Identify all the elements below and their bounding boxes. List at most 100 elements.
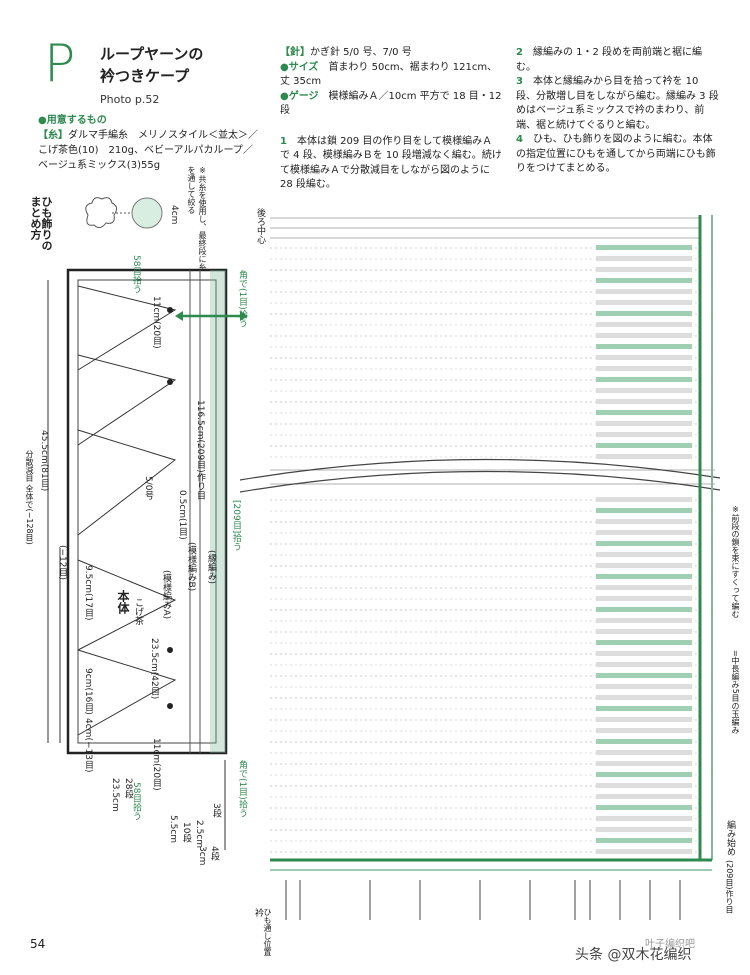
edge-stitch-band [596, 245, 692, 250]
edge-stitch-band [596, 783, 692, 788]
edge-stitch-band [596, 267, 692, 272]
edge-stitch-band [596, 355, 692, 360]
collar-label: 衿 [253, 908, 263, 917]
page-number: 54 [30, 937, 46, 951]
bottom-arrows [285, 880, 681, 920]
edge-stitch-band [596, 443, 692, 448]
step-text: 縁編みの 1・2 段めを両前端と裾に編む。 [516, 47, 703, 73]
edge-stitch-band [596, 311, 692, 316]
cord-ornament-ball [131, 197, 163, 229]
edge-stitch-band [596, 388, 692, 393]
edge-stitch-band [596, 410, 692, 415]
edge-stitch-band [596, 662, 692, 667]
cord-ornament-flower [85, 197, 118, 229]
start-label: 編み始め [725, 820, 735, 856]
edge-stitch-band [596, 552, 692, 557]
corner-bottom: 角で(1目)拾う [237, 760, 247, 818]
edge-stitch-band [596, 399, 692, 404]
edge-stitch-band [596, 651, 692, 656]
dim-3: 3cm [197, 846, 207, 866]
corner-top: 角で(1目)拾う [237, 270, 247, 328]
edge-stitch-band [596, 421, 692, 426]
step-number: 2 [516, 47, 523, 58]
rows-10: 10段 [181, 822, 191, 843]
size-label: ●サイズ [280, 61, 319, 73]
title-line-2: 衿つきケープ [100, 67, 190, 85]
edge-stitch-band [596, 530, 692, 535]
pattern-b: (模様編みB) [186, 542, 196, 592]
dim-dist: 分散減目 全体で(−128目) [25, 450, 34, 545]
edge-stitch-band [596, 717, 692, 722]
rows-3: 3段 [211, 803, 221, 818]
body-label: 本体 [116, 590, 130, 614]
size-text: 首まわり 50cm、裾まわり 121cm、丈 35cm [280, 61, 498, 88]
edge-stitch-band [596, 377, 692, 382]
edge-pattern: (縁編み) [206, 550, 216, 585]
edge-stitch-band [596, 322, 692, 327]
pattern-a: (模様編みA) [161, 570, 171, 620]
needle-size: 5/0号 [143, 476, 153, 500]
chart-rows [270, 245, 698, 854]
stitch-chart [270, 217, 715, 485]
edge-stitch-band [596, 805, 692, 810]
body-inner [77, 279, 217, 744]
dim-23-5-b: 23.5cm [110, 778, 120, 812]
cord-position-label: ひも通し位置 [263, 908, 272, 956]
step-number: 1 [280, 135, 287, 147]
body-color: こげ茶 [133, 598, 143, 625]
edge-stitch-band [596, 344, 692, 349]
edge-stitch-band [596, 838, 692, 843]
edge-stitch-band [596, 432, 692, 437]
materials-heading: ●用意するもの [38, 115, 107, 126]
edge-stitch-band [596, 574, 692, 579]
edge-stitch-band [596, 256, 692, 261]
edge-stitch-band [596, 728, 692, 733]
legend-2: ※前段の鎖を束にすくって編む [731, 505, 740, 618]
yarn-label: 【糸】 [38, 130, 68, 141]
dim-5-5: 5.5cm [168, 815, 178, 844]
cord-title: ひも飾りのまとめ方 [29, 196, 53, 251]
pick-58-bottom: 58目拾う [131, 782, 141, 821]
title-line-1: ループヤーンの [100, 45, 204, 63]
edge-stitch-band [596, 695, 692, 700]
gauge-label: ●ゲージ [280, 90, 319, 102]
edge-stitch-band [596, 761, 692, 766]
dim-4: 4cm(−13目) [83, 718, 93, 773]
cord-dim: 4cm [169, 205, 179, 225]
decrease-wedges [77, 285, 177, 736]
step-number: 3 [516, 76, 523, 87]
rows-28: 28段 [123, 778, 133, 799]
edge-stitch-band [596, 849, 692, 854]
pick-58-top: 58目拾う [131, 255, 141, 294]
edge-stitch-band [596, 454, 692, 459]
legend-1: =中長編み5目の玉編み [731, 650, 740, 734]
edge-stitch-band [596, 366, 692, 371]
edge-stitch-band [596, 607, 692, 612]
steps-column: 2 縁編みの 1・2 段めを両前端と裾に編む。 3 本体と縁編みから目を拾って衿… [516, 46, 721, 177]
page-title: ループヤーンの 衿つきケープ [100, 43, 203, 87]
edge-stitch-band [596, 750, 692, 755]
edge-stitch-band [596, 772, 692, 777]
photo-reference: Photo p.52 [100, 93, 160, 106]
edge-stitch-band [596, 827, 692, 832]
edge-stitch-band [596, 497, 692, 502]
edge-stitch-band [596, 673, 692, 678]
pick-209: [209目]拾う [231, 500, 241, 552]
edge-stitch-band [596, 794, 692, 799]
step-text: 本体と縁編みから目を拾って衿を 10 段、分散増し目をしながら編む。縁編み 3 … [516, 76, 719, 131]
chain-label: (209目)作り目 [725, 860, 734, 914]
needle-label: 【針】 [280, 47, 310, 58]
dim-2-5: 2.5cm [194, 820, 204, 849]
specs-column: 【針】かぎ針 5/0 号、7/0 号 ●サイズ 首まわり 50cm、裾まわり 1… [280, 46, 502, 193]
break-line-bottom [239, 470, 721, 493]
materials-text: 【糸】ダルマ手編糸 メリノスタイル＜並太＞／こげ茶色(10) 210g、ベビーア… [38, 128, 258, 173]
cord-note: ※共糸を使用し、最終段に糸を通して絞る [187, 166, 207, 271]
dim-9-5: 9.5cm(17目) [83, 565, 93, 621]
edge-stitch-band [596, 739, 692, 744]
dim-9: 9cm(16目) [83, 668, 93, 715]
edge-stitch-band [596, 585, 692, 590]
edge-stitch-band [596, 629, 692, 634]
dim-116-5: 116.5cm(209目)作り目 [195, 400, 205, 500]
collar-band [210, 270, 226, 753]
